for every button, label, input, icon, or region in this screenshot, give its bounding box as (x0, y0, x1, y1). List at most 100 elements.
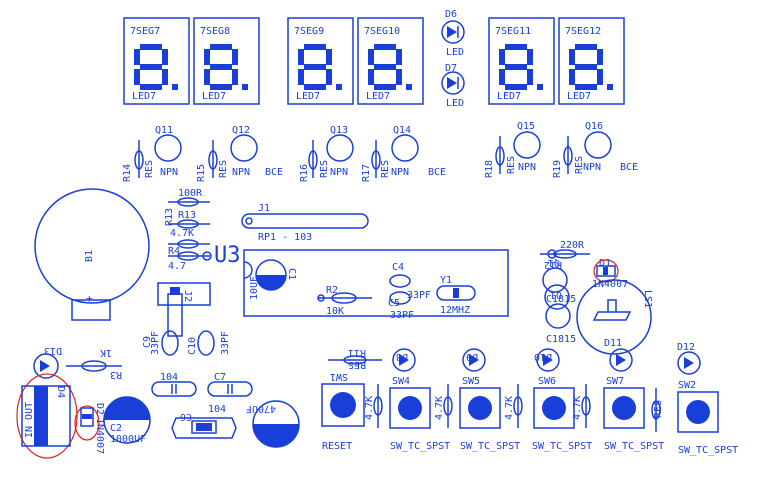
svg-text:NPN: NPN (232, 167, 250, 178)
svg-text:SW4: SW4 (392, 376, 410, 387)
svg-text:D7: D7 (445, 63, 457, 74)
svg-text:R3: R3 (110, 369, 122, 380)
svg-text:C10: C10 (187, 337, 198, 355)
transistor-group-2: Q13 NPN Q14 NPN BCE R16 RES R17 RES (299, 125, 446, 182)
display-7seg9: 7SEG9 LED7 (287, 17, 354, 105)
svg-text:7SEG8: 7SEG8 (200, 26, 230, 37)
svg-text:C1815: C1815 (546, 334, 576, 345)
svg-text:RESET: RESET (322, 441, 352, 452)
svg-text:LED7: LED7 (497, 91, 521, 102)
svg-text:NPN: NPN (330, 167, 348, 178)
svg-text:4.7K: 4.7K (572, 396, 583, 420)
svg-text:33PF: 33PF (390, 310, 414, 321)
svg-text:12MHZ: 12MHZ (440, 305, 470, 316)
display-7seg7: 7SEG7 LED7 (123, 17, 190, 105)
svg-text:7SEG7: 7SEG7 (130, 26, 160, 37)
switch-sw2: D12 SW2 RES SW_TC_SPST (651, 342, 738, 456)
svg-text:BCE: BCE (265, 167, 283, 178)
svg-text:LS1: LS1 (642, 290, 653, 308)
svg-text:Q12: Q12 (232, 125, 250, 136)
svg-text:R13: R13 (164, 208, 175, 226)
capacitor-c2: C2 1000UF (103, 396, 151, 445)
svg-text:RES: RES (218, 160, 229, 178)
battery-b1: B1 + (34, 188, 150, 321)
regulator-j2: J2 (157, 282, 211, 337)
svg-text:7SEG10: 7SEG10 (364, 26, 400, 37)
svg-text:SW7: SW7 (606, 376, 624, 387)
svg-text:Q1: Q1 (548, 257, 560, 268)
svg-text:J1: J1 (258, 203, 270, 214)
resistor-r3: 1K R3 (66, 347, 122, 380)
svg-text:LED7: LED7 (202, 91, 226, 102)
capacitor-c1: 10UF C1 (249, 259, 297, 300)
svg-text:Y1: Y1 (440, 275, 452, 286)
svg-text:LED7: LED7 (296, 91, 320, 102)
svg-text:1N4007: 1N4007 (592, 279, 628, 290)
svg-text:SW1: SW1 (330, 371, 348, 382)
capacitor-c7: C7 104 (207, 372, 253, 415)
svg-text:LED: LED (446, 47, 464, 58)
svg-text:SW_TC_SPST: SW_TC_SPST (460, 441, 520, 452)
svg-text:4.7: 4.7 (168, 261, 186, 272)
svg-text:D11: D11 (604, 338, 622, 349)
svg-text:C3: C3 (256, 421, 268, 432)
svg-text:R2: R2 (326, 285, 338, 296)
display-7seg12: 7SEG12 LED7 (558, 17, 625, 105)
svg-text:LED7: LED7 (366, 91, 390, 102)
svg-text:C9: C9 (142, 336, 153, 348)
svg-text:100R: 100R (178, 188, 203, 199)
svg-text:J2: J2 (182, 290, 193, 302)
svg-text:R15: R15 (196, 164, 207, 182)
svg-text:10K: 10K (326, 306, 344, 317)
svg-text:SW5: SW5 (462, 376, 480, 387)
svg-text:R16: R16 (299, 164, 310, 182)
svg-text:R11: R11 (348, 347, 366, 358)
svg-text:220R: 220R (560, 240, 585, 251)
svg-text:SW_TC_SPST: SW_TC_SPST (604, 441, 664, 452)
svg-text:R19: R19 (552, 160, 563, 178)
ic-u3: U3 (214, 243, 509, 317)
svg-text:C4: C4 (392, 262, 404, 273)
led-d7: D7 LED (441, 63, 465, 109)
svg-text:C7: C7 (214, 372, 226, 383)
svg-text:C1815: C1815 (546, 294, 576, 305)
switch-sw1: R11 RES SW1 RESET (321, 347, 382, 452)
svg-text:R13: R13 (178, 210, 196, 221)
svg-text:NPN: NPN (391, 167, 409, 178)
svg-text:Q1: Q1 (550, 289, 562, 300)
svg-text:7SEG12: 7SEG12 (565, 26, 601, 37)
svg-text:4.7K: 4.7K (170, 228, 194, 239)
svg-text:RES: RES (319, 160, 330, 178)
svg-text:NPN: NPN (583, 162, 601, 173)
svg-text:Q11: Q11 (155, 125, 173, 136)
svg-text:C6: C6 (180, 411, 192, 422)
svg-text:4.7K: 4.7K (434, 396, 445, 420)
capacitor-c9: 33PF C9 (142, 330, 179, 356)
resistor-cluster: 100R R13 R13 4.7K R4 4.7 (164, 188, 212, 272)
display-7seg10: 7SEG10 LED7 (357, 17, 424, 105)
svg-text:C2: C2 (110, 423, 122, 434)
svg-text:NPN: NPN (518, 162, 536, 173)
svg-text:RP1 - 103: RP1 - 103 (258, 232, 312, 243)
svg-text:10UF: 10UF (249, 276, 260, 300)
switch-sw4: D8 SW4 4.7K SW_TC_SPST (364, 348, 450, 452)
svg-text:D9: D9 (466, 351, 478, 362)
svg-text:BCE: BCE (428, 167, 446, 178)
display-7seg8: 7SEG8 LED7 (193, 17, 260, 105)
svg-text:33PF: 33PF (150, 331, 161, 355)
svg-text:33PF: 33PF (407, 290, 431, 301)
svg-text:D10: D10 (534, 351, 552, 362)
svg-text:SW_TC_SPST: SW_TC_SPST (678, 445, 738, 456)
transistor-group-3: Q15 NPN Q16 NPN BCE R18 RES R19 RES (484, 121, 638, 178)
svg-text:1000UF: 1000UF (110, 434, 146, 445)
svg-text:LED7: LED7 (567, 91, 591, 102)
svg-text:Q16: Q16 (585, 121, 603, 132)
svg-text:104: 104 (208, 404, 226, 415)
svg-text:Q13: Q13 (330, 125, 348, 136)
diode-d2: D2 1N4007 (74, 403, 105, 454)
svg-text:D8: D8 (396, 351, 408, 362)
svg-text:1K: 1K (100, 347, 112, 358)
svg-text:B1: B1 (84, 250, 95, 262)
svg-text:RES: RES (574, 156, 585, 174)
